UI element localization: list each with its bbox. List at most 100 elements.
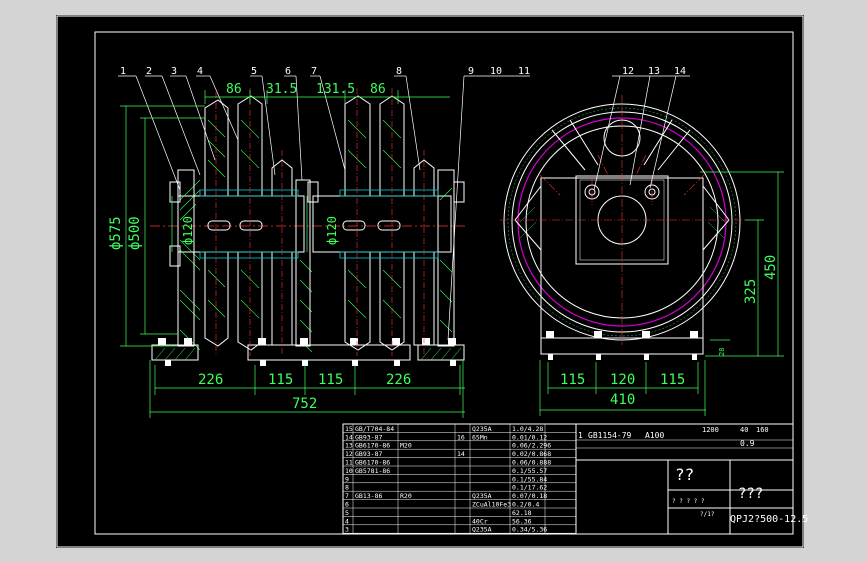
- bom-cell-note: 1.0/4.28: [512, 425, 543, 433]
- title-unknown-a: ??: [675, 465, 694, 484]
- bom-cell-no: 3: [345, 526, 349, 534]
- bom-cell-code: GB6170-86: [355, 459, 390, 467]
- balloon-10: 10: [490, 66, 502, 77]
- dim-side-115-right: 115: [660, 372, 685, 388]
- side-plate-mid: [295, 179, 311, 347]
- bom-header-name: A100: [645, 431, 664, 440]
- dim-side-450: 450: [763, 255, 779, 280]
- balloon-13: 13: [648, 66, 660, 77]
- bom-cell-no: 13: [345, 442, 353, 450]
- svg-text:?/1?: ?/1?: [700, 511, 715, 518]
- bom-cell-mat: 65Mn: [472, 433, 488, 441]
- bom-cell-no: 12: [345, 450, 353, 458]
- bom-cell-note: 0.2/0.4: [512, 501, 539, 509]
- bom-cell-name: R20: [400, 492, 412, 500]
- dim-86-right: 86: [370, 82, 386, 97]
- balloon-6: 6: [285, 66, 291, 77]
- balloon-3: 3: [171, 66, 177, 77]
- bom-cell-mat: 40Cr: [472, 517, 488, 525]
- bom-cell-mat: ZCuAl10Fe3: [472, 501, 511, 509]
- title-unknown-b: ???: [738, 486, 763, 502]
- dim-226-left: 226: [198, 372, 223, 388]
- bom-cell-no: 7: [345, 492, 349, 500]
- bom-cell-no: 5: [345, 509, 349, 517]
- dim-226-right: 226: [386, 372, 411, 388]
- bom-cell-no: 9: [345, 475, 349, 483]
- bom-header-no: 1: [578, 431, 583, 440]
- bom-cell-note: 0.1/17.62: [512, 484, 547, 492]
- dim-phi500: ф500: [127, 216, 143, 250]
- bom-cell-mat: Q235A: [472, 526, 492, 534]
- bom-cell-no: 15: [345, 425, 353, 433]
- bom-cell-name: M20: [400, 442, 412, 450]
- bom-cell-no: 11: [345, 459, 353, 467]
- bom-cell-note: 56.36: [512, 517, 532, 525]
- side-base: [540, 337, 704, 355]
- paper: [56, 15, 804, 548]
- bom-cell-note: 0.06/0.888: [512, 459, 551, 467]
- balloon-14: 14: [674, 66, 686, 77]
- dim-phi575: ф575: [108, 216, 124, 250]
- bom-cell-code: GB6170-86: [355, 442, 390, 450]
- dim-115-right: 115: [318, 372, 343, 388]
- bom-cell-note: 0.34/5.36: [512, 526, 547, 534]
- balloon-2: 2: [146, 66, 152, 77]
- bom-cell-no: 10: [345, 467, 353, 475]
- balloon-4: 4: [197, 66, 203, 77]
- bom-small-40: 40: [740, 426, 748, 434]
- bom-cell-code: GB/T704-84: [355, 425, 394, 433]
- bom-cell-code: GB93-87: [355, 450, 382, 458]
- dim-31-5: 31.5: [266, 82, 297, 97]
- dim-side-115-left: 115: [560, 372, 585, 388]
- bom-cell-mat: Q235A: [472, 425, 492, 433]
- bom-cell-note: 0.02/0.868: [512, 450, 551, 458]
- bom-cell-note: 0.1/55.84: [512, 475, 547, 483]
- dim-86-left: 86: [226, 82, 242, 97]
- dim-side-325: 325: [743, 279, 759, 304]
- dim-752: 752: [292, 396, 317, 412]
- balloon-1: 1: [120, 66, 126, 77]
- bom-cell-code: GB13-86: [355, 492, 382, 500]
- dim-phi120-right: ф120: [325, 216, 339, 245]
- bom-cell-note: 0.1/55.57: [512, 467, 547, 475]
- leader-lines: [118, 75, 530, 341]
- bom-small-160: 160: [756, 426, 769, 434]
- bom-cell-no: 6: [345, 501, 349, 509]
- front-view: [150, 88, 465, 366]
- outer-border: [56, 15, 804, 548]
- side-view: [500, 95, 745, 360]
- dim-131-5: 131.5: [316, 82, 355, 97]
- foot-center: [247, 344, 411, 361]
- bom-cell-code: GB93-87: [355, 433, 382, 441]
- dim-side-28: 28: [718, 348, 726, 356]
- balloon-5: 5: [251, 66, 257, 77]
- bom-cell-qty: 16: [457, 433, 465, 441]
- balloon-8: 8: [396, 66, 402, 77]
- dim-115-left: 115: [268, 372, 293, 388]
- balloon-7: 7: [311, 66, 317, 77]
- svg-text:? ? ? ? ?: ? ? ? ? ?: [672, 498, 705, 505]
- bom-cell-no: 8: [345, 484, 349, 492]
- bom-cell-note: 0.01/0.12: [512, 433, 547, 441]
- bom-small-1200: 1200: [702, 426, 719, 434]
- balloon-9: 9: [468, 66, 474, 77]
- bom-cell-code: GB5781-86: [355, 467, 390, 475]
- side-plate-left: [177, 169, 195, 347]
- drawing-number[interactable]: QPJ2?500-12.5: [730, 514, 808, 525]
- front-dimension-lines: [120, 90, 465, 418]
- bom-cell-note: 0.07/0.18: [512, 492, 547, 500]
- bom-cell-no: 4: [345, 517, 349, 525]
- balloon-12: 12: [622, 66, 634, 77]
- dim-phi120-left: ф120: [181, 216, 195, 245]
- dim-side-410: 410: [610, 392, 635, 408]
- bom-cell-mat: Q235A: [472, 492, 492, 500]
- bom-cell-note: 0.06/2.296: [512, 442, 551, 450]
- bom-header-code: GB1154-79: [588, 431, 632, 440]
- bom-cell-qty: 14: [457, 450, 465, 458]
- balloon-11: 11: [518, 66, 530, 77]
- bom-cell-no: 14: [345, 433, 353, 441]
- side-dimension-lines: [539, 171, 784, 416]
